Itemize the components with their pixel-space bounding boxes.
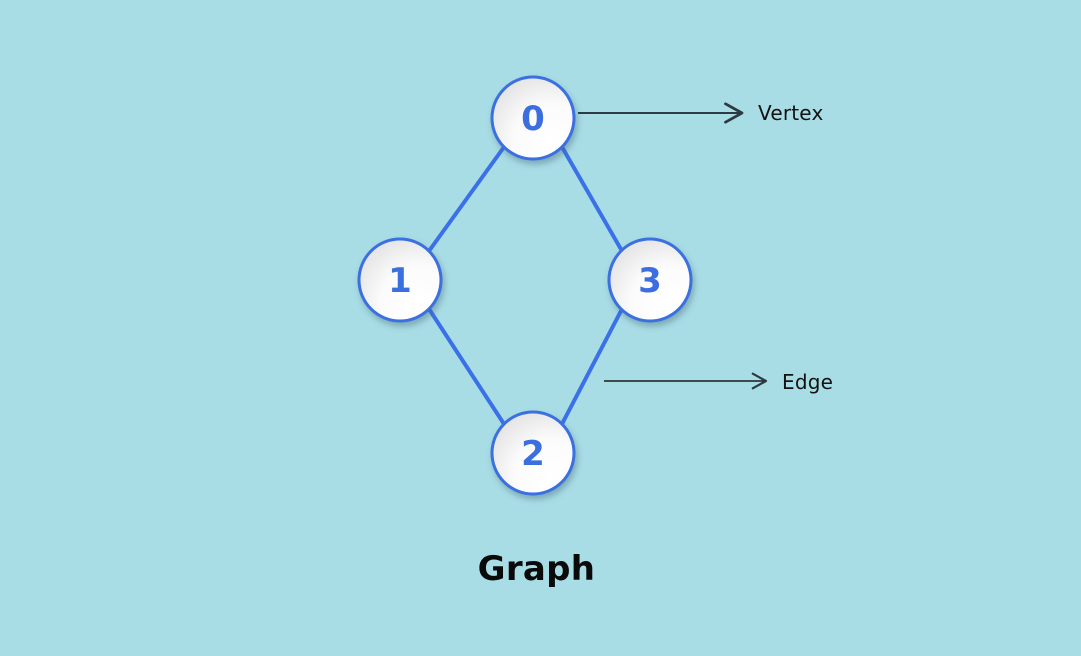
vertex-circle-0[interactable] xyxy=(490,75,576,161)
annotation-arrow-group xyxy=(578,102,768,390)
vertex-node-2[interactable]: 2 xyxy=(490,410,576,496)
vertex-label-0: 0 xyxy=(521,99,545,139)
vertex-label-3: 3 xyxy=(638,261,662,301)
edge-group xyxy=(427,145,624,426)
edge-3-2 xyxy=(560,307,624,426)
vertex-node-0[interactable]: 0 xyxy=(490,75,576,161)
vertex-node-3[interactable]: 3 xyxy=(607,237,693,323)
edge-0-3 xyxy=(560,145,624,253)
diagram-title: Graph xyxy=(477,549,596,589)
vertex-circle-1[interactable] xyxy=(357,237,443,323)
vertex-circle-2[interactable] xyxy=(490,410,576,496)
vertex-label-2: 2 xyxy=(521,434,545,474)
vertex-label-1: 1 xyxy=(388,261,412,301)
vertex-circle-3[interactable] xyxy=(607,237,693,323)
vertex-annotation-label: Vertex xyxy=(758,101,824,125)
vertex-node-1[interactable]: 1 xyxy=(357,237,443,323)
edge-1-2 xyxy=(427,307,506,426)
edge-annotation-label: Edge xyxy=(782,370,834,394)
edge-0-1 xyxy=(427,145,506,253)
vertex-group: 0 1 2 3 xyxy=(357,75,693,496)
